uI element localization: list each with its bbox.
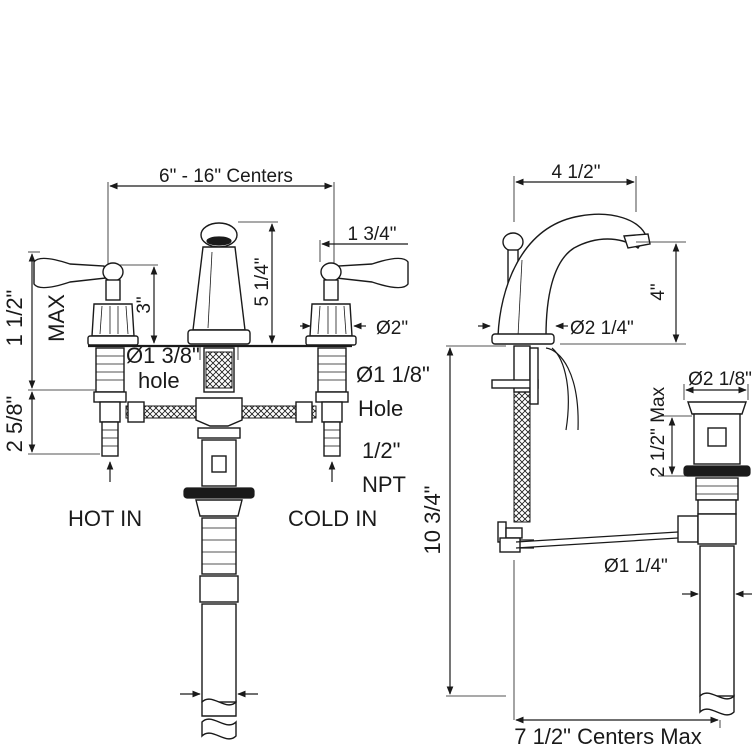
thread-size-label: 1/2"	[362, 438, 400, 463]
thread-type-label: NPT	[362, 472, 406, 497]
tailpiece-diameter-label: Ø1 1/4"	[604, 556, 668, 577]
centers-label: 6" - 16" Centers	[159, 166, 293, 187]
shank-length-label: 2 5/8"	[2, 396, 27, 453]
handle-base-diameter-label: Ø2"	[376, 318, 408, 339]
cold-valve-body	[315, 347, 349, 457]
spout-hole-word: hole	[138, 368, 180, 393]
reach-label: 4 1/2"	[551, 162, 600, 183]
flange-height-label: 2 1/2" Max	[648, 386, 669, 477]
pop-up-drain	[677, 401, 751, 716]
front-spout	[187, 222, 251, 345]
hot-handle	[33, 257, 139, 346]
side-base-diameter-label: Ø2 1/4"	[570, 318, 634, 339]
handle-height-label: 3"	[134, 296, 155, 313]
max-deck-label: 1 1/2"	[2, 290, 27, 347]
spout-clearance-label: 4"	[648, 283, 669, 300]
cold-in-label: COLD IN	[288, 506, 377, 531]
front-view: 6" - 16" Centers 5 1/4" 3"	[2, 166, 430, 740]
spout-width-label: 1 3/4"	[347, 224, 396, 245]
side-view: 4 1/2" 4" Ø2 1/4"	[420, 162, 721, 749]
max-word-label: MAX	[44, 294, 69, 342]
drain-view: Ø2 1/8" 2 1/2" Max Ø1 1/4"	[604, 369, 752, 716]
hot-valve-body	[93, 347, 127, 457]
valve-hole-diameter-label: Ø1 1/8"	[356, 362, 430, 387]
pop-up-centers-label: 7 1/2" Centers Max	[514, 724, 702, 749]
overall-height-label: 10 3/4"	[420, 486, 445, 555]
spout-height-label: 5 1/4"	[252, 257, 273, 306]
spout-hole-diameter-label: Ø1 3/8"	[126, 343, 200, 368]
flange-diameter-label: Ø2 1/8"	[688, 369, 752, 390]
valve-hole-word: Hole	[358, 396, 403, 421]
hot-in-label: HOT IN	[68, 506, 142, 531]
